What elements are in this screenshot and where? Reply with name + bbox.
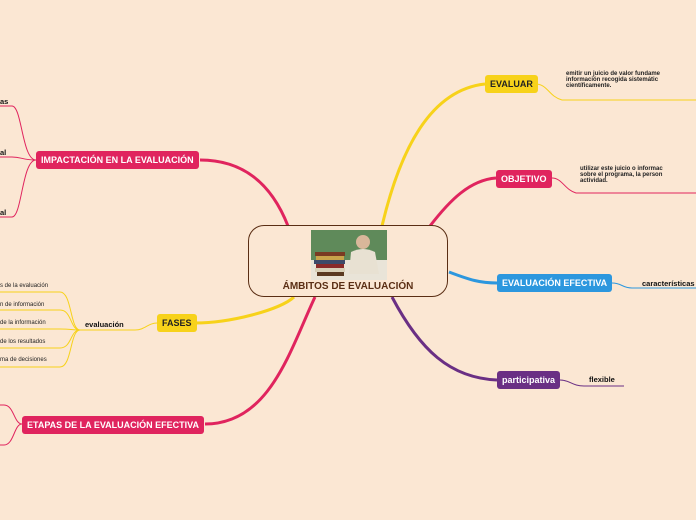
label-impactacion-child-1[interactable]: as xyxy=(0,97,9,106)
topic-fases[interactable]: FASES xyxy=(157,314,197,332)
link-etapas xyxy=(204,296,317,426)
topic-impactacion[interactable]: IMPACTACIÓN EN LA EVALUACIÓN xyxy=(36,151,199,169)
evaluar-text-line-3: científicamente. xyxy=(566,83,612,89)
link-impactacion xyxy=(199,158,290,227)
link-fases xyxy=(194,295,296,325)
link-participativa xyxy=(390,296,498,382)
evaluar-text-line-2: información recogida sistemátic xyxy=(566,77,659,83)
objetivo-text-line-1: utilizar este juicio o informac xyxy=(580,166,663,172)
objetivo-text-line-3: actividad. xyxy=(580,178,608,184)
topic-evaluacion-efectiva[interactable]: EVALUACIÓN EFECTIVA xyxy=(497,274,613,292)
link-evaluar xyxy=(380,82,486,227)
topic-objetivo[interactable]: OBJETIVO xyxy=(496,170,552,188)
objetivo-text-line-2: sobre el programa, la person xyxy=(580,172,663,178)
label-flexible[interactable]: flexible xyxy=(589,375,615,384)
link-objetivo xyxy=(428,176,497,227)
label-caracteristicas[interactable]: características xyxy=(642,279,695,288)
topic-participativa[interactable]: participativa xyxy=(497,371,561,389)
fase-item-4[interactable]: de los resultados xyxy=(0,339,46,345)
objetivo-text: utilizar este juicio o informac sobre el… xyxy=(580,166,663,184)
teacher-with-books-image xyxy=(311,230,387,280)
fase-item-2[interactable]: n de información xyxy=(0,302,45,308)
evaluar-text-line-1: emitir un juicio de valor fundame xyxy=(566,71,661,77)
fase-item-5[interactable]: ma de decisiones xyxy=(0,357,47,363)
central-title: ÁMBITOS DE EVALUACIÓN xyxy=(282,281,414,292)
link-evaluacion-efectiva xyxy=(448,270,498,285)
label-evaluacion[interactable]: evaluación xyxy=(85,320,124,329)
label-impactacion-child-2[interactable]: al xyxy=(0,148,7,157)
fase-item-3[interactable]: de la información xyxy=(0,320,46,326)
fase-item-1[interactable]: s de la evaluación xyxy=(0,283,49,289)
central-topic[interactable]: ÁMBITOS DE EVALUACIÓN xyxy=(248,225,448,297)
topic-evaluar[interactable]: EVALUAR xyxy=(485,75,538,93)
label-impactacion-child-3[interactable]: al xyxy=(0,208,7,217)
evaluar-text: emitir un juicio de valor fundame inform… xyxy=(566,71,660,89)
topic-etapas[interactable]: ETAPAS DE LA EVALUACIÓN EFECTIVA xyxy=(22,416,205,434)
